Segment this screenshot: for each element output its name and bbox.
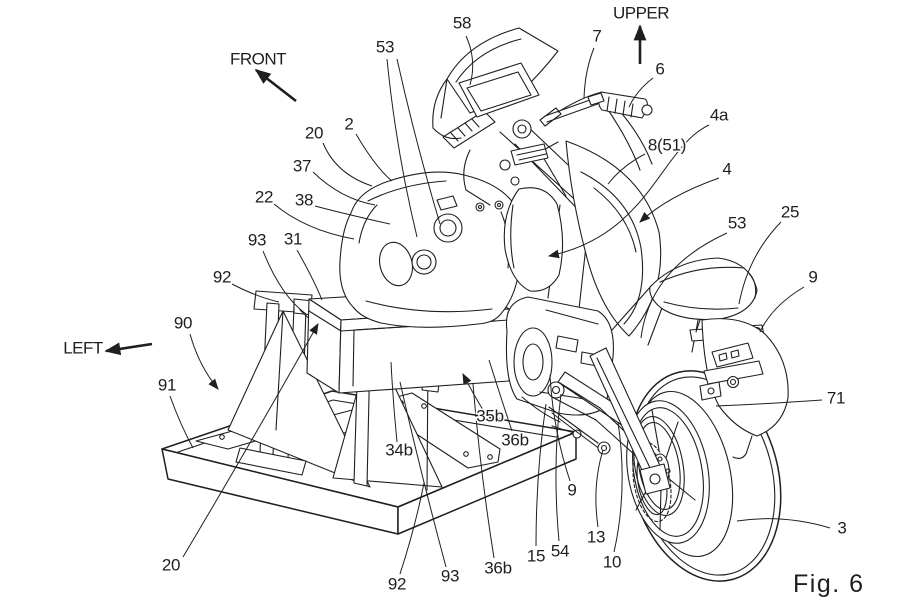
leader-15 [535,403,547,547]
leader-71 [715,399,823,407]
ref-label-2: 2 [344,114,353,133]
leader-90 [189,333,219,390]
ref-label-53-right: 53 [728,213,746,232]
leader-92-bottom [399,482,425,575]
ref-label-93-left: 93 [248,230,266,249]
ref-label-4: 4 [722,159,731,178]
leader-36b-lower [472,383,495,559]
ref-label-10: 10 [603,552,621,571]
stand-strut [548,347,671,495]
leader-31 [296,249,323,301]
leader-4 [639,177,720,223]
ref-label-54: 54 [551,541,569,560]
reflector [726,375,740,389]
ref-label-58: 58 [453,13,471,32]
fuel-tank [339,171,523,328]
engine [505,296,614,439]
leader-13 [595,449,604,528]
ref-label-36b-upper: 36b [501,430,528,449]
ref-label-53-top: 53 [376,37,394,56]
leader-35b [462,373,484,411]
leader-20-top [322,142,373,187]
direction-label-front: FRONT [230,49,286,68]
ref-label-20-bottom: 20 [162,555,180,574]
leader-91 [169,395,194,449]
ref-label-4a: 4a [710,105,729,124]
leader-22 [273,203,355,240]
brake-disc [633,416,685,516]
handlebar [539,91,653,127]
leader-25 [738,221,782,305]
ref-label-92-left: 92 [213,267,231,286]
ref-label-3: 3 [837,518,846,537]
figure-caption: Fig. 6 [793,570,865,598]
front-cowl [432,27,559,140]
front-machinery [442,99,653,319]
ref-label-22: 22 [255,187,273,206]
ref-label-34b: 34b [385,440,412,459]
leader-93-bottom [399,381,447,568]
ref-label-37: 37 [293,156,311,175]
leader-9-right [759,286,805,333]
leader-53-right [640,232,728,339]
leader-53-top [396,58,441,225]
ref-label-7: 7 [592,26,601,45]
ref-label-93-bottom: 93 [441,566,459,585]
leader-34b [390,361,398,443]
leader-20-bottom [182,323,319,558]
ref-label-9-right: 9 [808,267,817,286]
leader-53-top-2 [386,58,418,238]
leader-10 [613,421,623,553]
ref-label-31: 31 [284,229,302,248]
ref-label-90: 90 [174,313,192,332]
direction-label-left: LEFT [63,338,103,357]
leader-92-left [231,283,280,303]
ref-label-20-top: 20 [305,123,323,142]
ref-label-38: 38 [295,190,313,209]
leader-2 [355,133,393,182]
ref-label-25: 25 [781,202,799,221]
leader-6 [628,77,654,108]
ref-label-13: 13 [587,527,605,546]
leader-36b-upper [488,359,513,432]
leader-8-51 [607,153,646,185]
air-duct-panel [503,187,564,292]
motorcycle-line-art [161,27,789,582]
direction-arrow-left [104,342,153,356]
meter-panel [458,62,540,118]
orientation-arrows: FRONT UPPER LEFT [63,3,670,357]
leader-58 [465,35,474,86]
ref-label-6: 6 [655,59,664,78]
direction-arrow-front [254,68,297,103]
leader-3 [736,518,831,529]
ref-label-92-bottom: 92 [388,574,406,593]
leader-93-left [262,250,307,315]
ref-label-8-51: 8(51) [648,135,686,154]
direction-label-upper: UPPER [613,3,669,22]
ref-label-15: 15 [527,546,545,565]
leader-38 [314,205,391,225]
ref-label-36b-lower: 36b [484,558,511,577]
ref-label-91: 91 [158,375,176,394]
leader-9-bottom [549,374,571,482]
leader-54 [555,393,562,542]
leader-4a [547,124,710,259]
leader-lines [169,35,831,575]
side-shroud [565,140,662,337]
taillight-assembly [699,342,764,401]
leader-7 [583,47,595,99]
ref-label-35b: 35b [476,406,503,425]
ref-label-71: 71 [827,388,845,407]
ref-label-9-bottom: 9 [567,480,576,499]
leader-37 [312,171,376,206]
